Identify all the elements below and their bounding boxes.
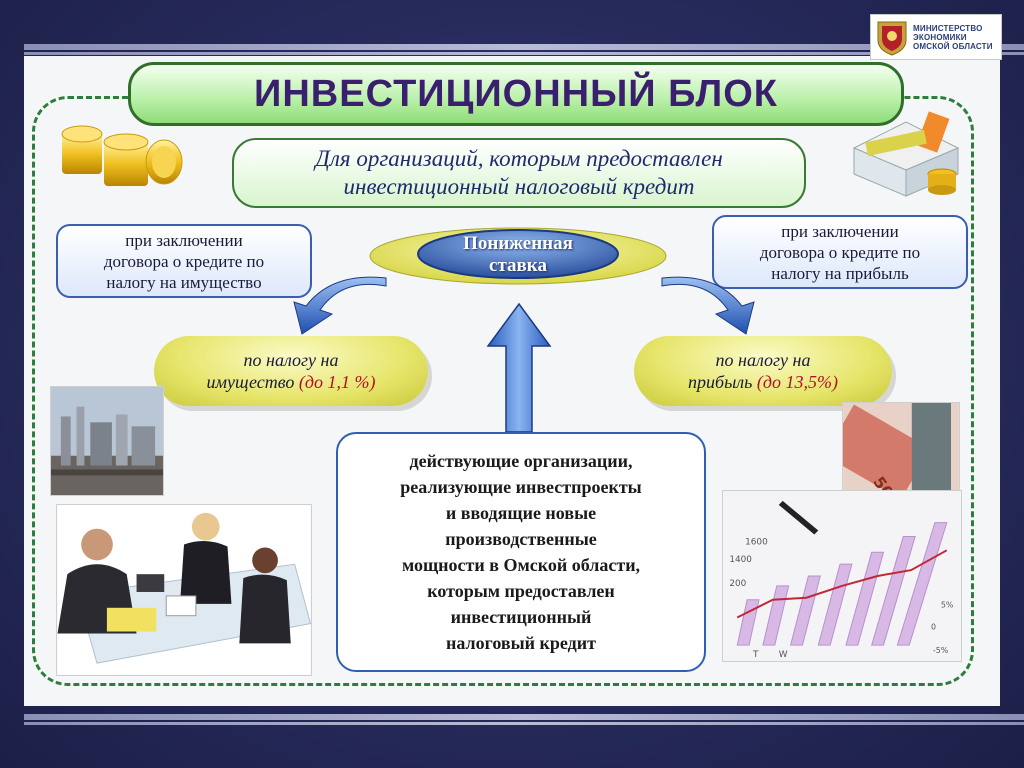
crest-icon bbox=[877, 21, 907, 56]
org-line-4: производственные bbox=[445, 529, 597, 549]
subtitle-line-2: инвестиционный налоговый кредит bbox=[343, 174, 695, 199]
curved-arrow-right-icon bbox=[661, 276, 755, 335]
profit-tax-condition-box: при заключении договора о кредите по нал… bbox=[712, 215, 968, 289]
center-line-2: ставка bbox=[489, 255, 547, 276]
chart-label-1600: 1600 bbox=[745, 537, 768, 547]
up-arrow-icon bbox=[486, 302, 552, 433]
chart-label-1400: 1400 bbox=[729, 555, 752, 565]
org-line-3: и вводящие новые bbox=[445, 503, 597, 523]
gold-coins-icon bbox=[61, 125, 183, 186]
reduced-rate-ellipse bbox=[369, 227, 667, 285]
org-line-2: реализующие инвестпроекты bbox=[400, 477, 642, 497]
chart-label-0: 0 bbox=[931, 622, 936, 631]
org-line-6: которым предоставлен bbox=[427, 581, 615, 601]
subtitle-line-1: Для организаций, которым предоставлен bbox=[315, 146, 723, 171]
business-meeting-photo bbox=[56, 504, 312, 676]
org-line-1: действующие организации, bbox=[409, 451, 633, 471]
chart-label-t: T bbox=[752, 650, 759, 660]
logo-line-3: ОМСКОЙ ОБЛАСТИ bbox=[913, 41, 993, 51]
left-condition-line-3: налогу на имущество bbox=[106, 272, 262, 292]
left-condition-line-1: при заключении bbox=[125, 230, 243, 250]
top-stripe bbox=[24, 44, 1024, 50]
factory-photo bbox=[50, 386, 164, 496]
logo-line-1: МИНИСТЕРСТВО bbox=[913, 23, 983, 33]
curved-arrow-left-icon bbox=[293, 276, 387, 335]
property-tax-rate-pill: по налогу на имущество (до 1,1 %) bbox=[154, 336, 428, 406]
property-tax-condition-box: при заключении договора о кредите по нал… bbox=[56, 224, 312, 298]
org-line-8: налоговый кредит bbox=[445, 633, 596, 653]
property-tax-line-1: по налогу на bbox=[243, 350, 339, 370]
center-line-1: Пониженная bbox=[463, 233, 573, 254]
logo-line-2: ЭКОНОМИКИ bbox=[913, 32, 967, 42]
top-stripe-thin bbox=[24, 52, 1024, 55]
reduced-rate-label: Пониженная ставка bbox=[430, 230, 606, 280]
property-tax-value: (до 1,1 %) bbox=[298, 372, 376, 392]
bottom-stripe-thin bbox=[24, 722, 1024, 725]
profit-tax-line-1: по налогу на bbox=[715, 350, 811, 370]
page-title: ИНВЕСТИЦИОННЫЙ БЛОК bbox=[128, 62, 904, 126]
profit-tax-line-2: прибыль bbox=[688, 372, 753, 392]
chart-label-minus5pct: -5% bbox=[933, 646, 949, 655]
growth-chart-photo: 1600 1400 200 5% 0 -5% T W bbox=[722, 490, 962, 662]
right-condition-line-3: налогу на прибыль bbox=[771, 263, 909, 283]
org-line-5: мощности в Омской области, bbox=[401, 555, 641, 575]
subtitle-box: Для организаций, которым предоставлен ин… bbox=[232, 138, 806, 208]
chart-label-w: W bbox=[779, 650, 788, 660]
left-condition-line-2: договора о кредите по bbox=[103, 251, 265, 271]
org-line-7: инвестиционный bbox=[450, 607, 592, 627]
house-money-icon bbox=[852, 111, 960, 197]
profit-tax-rate-pill: по налогу на прибыль (до 13,5%) bbox=[634, 336, 892, 406]
profit-tax-value: (до 13,5%) bbox=[756, 372, 838, 392]
chart-label-5pct: 5% bbox=[941, 601, 954, 610]
chart-label-200: 200 bbox=[729, 579, 746, 589]
right-condition-line-2: договора о кредите по bbox=[759, 242, 921, 262]
organizations-description-box: действующие организации, реализующие инв… bbox=[336, 432, 706, 672]
banknotes-photo: 5000 bbox=[842, 402, 960, 506]
property-tax-line-2: имущество bbox=[206, 372, 295, 392]
ministry-logo: МИНИСТЕРСТВО ЭКОНОМИКИ ОМСКОЙ ОБЛАСТИ bbox=[870, 14, 1002, 60]
right-condition-line-1: при заключении bbox=[781, 221, 899, 241]
bottom-stripe bbox=[24, 714, 1024, 720]
